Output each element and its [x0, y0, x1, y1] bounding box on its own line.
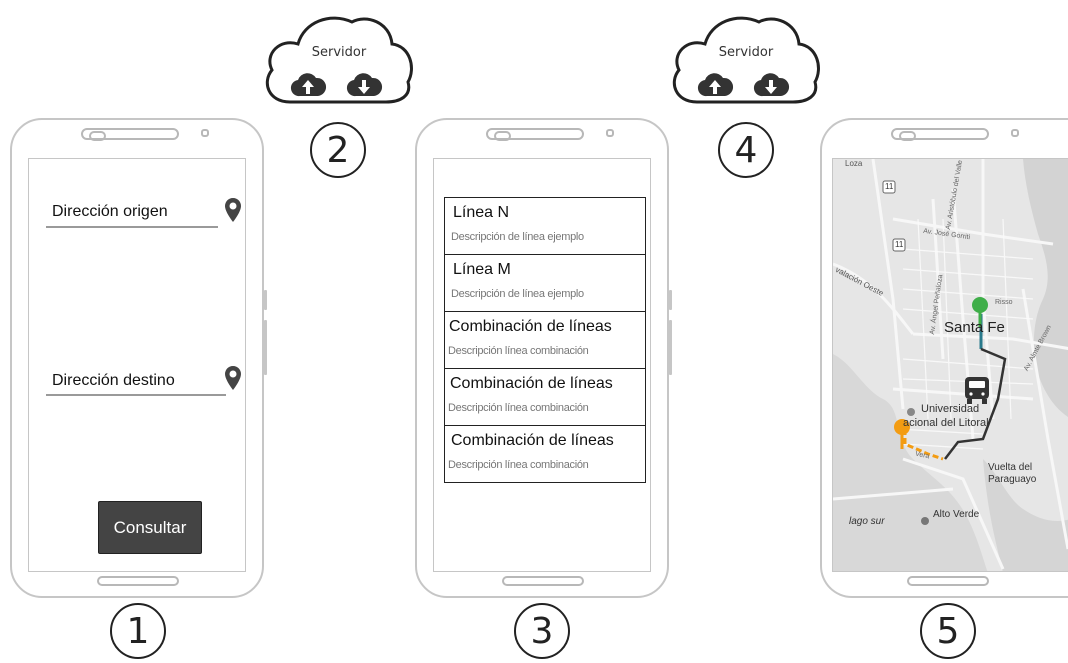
download-icon — [753, 73, 790, 97]
origin-pin-icon[interactable] — [894, 419, 910, 449]
phone-speaker — [81, 128, 179, 141]
phone-camera — [201, 129, 209, 137]
phone-5: Loza 11 11 Av. José Gorriti Av. Aristóbu… — [820, 118, 1068, 598]
list-item[interactable]: Línea M Descripción de línea ejemplo — [444, 254, 646, 312]
phone-side-button — [264, 320, 267, 375]
location-pin-icon[interactable] — [224, 365, 242, 391]
list-item[interactable]: Combinación de líneas Descripción línea … — [444, 425, 646, 483]
map-label-universidad: Universidad — [921, 403, 980, 415]
route-shield-icon — [892, 238, 906, 252]
map-label-santa-fe: Santa Fe — [944, 319, 1005, 336]
destination-pin-icon[interactable] — [972, 297, 988, 327]
cloud-icon — [673, 16, 820, 104]
phone-side-button — [264, 290, 267, 310]
map-label-lago-sur: lago sur — [849, 516, 885, 527]
line-description: Descripción de línea ejemplo — [451, 288, 584, 300]
destination-field-underline — [46, 394, 226, 396]
server-cloud-2: Servidor — [667, 10, 825, 110]
phone-side-button — [669, 320, 672, 375]
line-description: Descripción línea combinación — [448, 459, 589, 471]
cloud-icon — [266, 16, 413, 104]
list-item[interactable]: Combinación de líneas Descripción línea … — [444, 368, 646, 426]
phone-side-button — [669, 290, 672, 310]
phone-camera — [606, 129, 614, 137]
map-label-alto-verde: Alto Verde — [933, 509, 980, 520]
step-number-5: 5 — [920, 603, 976, 659]
origin-field-underline — [46, 226, 218, 228]
map-screen[interactable]: Loza 11 11 Av. José Gorriti Av. Aristóbu… — [832, 158, 1068, 572]
origin-field[interactable]: Dirección origen — [52, 203, 168, 220]
map-label-route-11: 11 — [895, 240, 904, 249]
phone-screen: Dirección origen Dirección destino Consu… — [28, 158, 246, 572]
map-label-vuelta-del-paraguayo: Vuelta del — [988, 462, 1033, 473]
cloud-label: Servidor — [718, 45, 774, 60]
place-marker-icon — [921, 517, 929, 525]
route-shield-icon — [882, 180, 896, 194]
phone-camera — [1011, 129, 1019, 137]
line-title: Línea N — [453, 204, 510, 221]
list-item[interactable]: Combinación de líneas Descripción línea … — [444, 311, 646, 369]
line-title: Combinación de líneas — [450, 375, 613, 392]
map-background — [833, 159, 1068, 571]
line-description: Descripción de línea ejemplo — [451, 231, 584, 243]
line-title: Combinación de líneas — [451, 432, 614, 449]
line-description: Descripción línea combinación — [448, 402, 589, 414]
line-list: Línea N Descripción de línea ejemplo Lín… — [444, 197, 646, 483]
step-number-1: 1 — [110, 603, 166, 659]
phone-speaker — [891, 128, 989, 141]
step-number-4: 4 — [718, 122, 774, 178]
server-cloud-1: Servidor — [260, 10, 418, 110]
university-marker-icon — [907, 408, 915, 416]
bus-icon — [965, 377, 989, 404]
cloud-label: Servidor — [311, 45, 367, 60]
home-button — [502, 576, 584, 586]
line-description: Descripción línea combinación — [448, 345, 589, 357]
download-icon — [346, 73, 383, 97]
list-item[interactable]: Línea N Descripción de línea ejemplo — [444, 197, 646, 255]
consult-button[interactable]: Consultar — [98, 501, 202, 554]
location-pin-icon[interactable] — [224, 197, 242, 223]
map-label-loza: Loza — [845, 159, 863, 168]
map-label-universidad: acional del Litoral — [903, 417, 989, 429]
upload-icon — [697, 73, 734, 97]
map-label-route-11: 11 — [885, 182, 894, 191]
phone-screen: Línea N Descripción de línea ejemplo Lín… — [433, 158, 651, 572]
phone-speaker — [486, 128, 584, 141]
home-button — [97, 576, 179, 586]
destination-field[interactable]: Dirección destino — [52, 372, 175, 389]
map-label-risso: Risso — [995, 299, 1013, 306]
phone-3: Línea N Descripción de línea ejemplo Lín… — [415, 118, 672, 598]
step-number-2: 2 — [310, 122, 366, 178]
step-number-3: 3 — [514, 603, 570, 659]
map-label-vuelta-del-paraguayo: Paraguayo — [988, 474, 1037, 485]
home-button — [907, 576, 989, 586]
phone-1: Dirección origen Dirección destino Consu… — [10, 118, 267, 598]
line-title: Combinación de líneas — [449, 318, 612, 335]
line-title: Línea M — [453, 261, 511, 278]
upload-icon — [290, 73, 327, 97]
